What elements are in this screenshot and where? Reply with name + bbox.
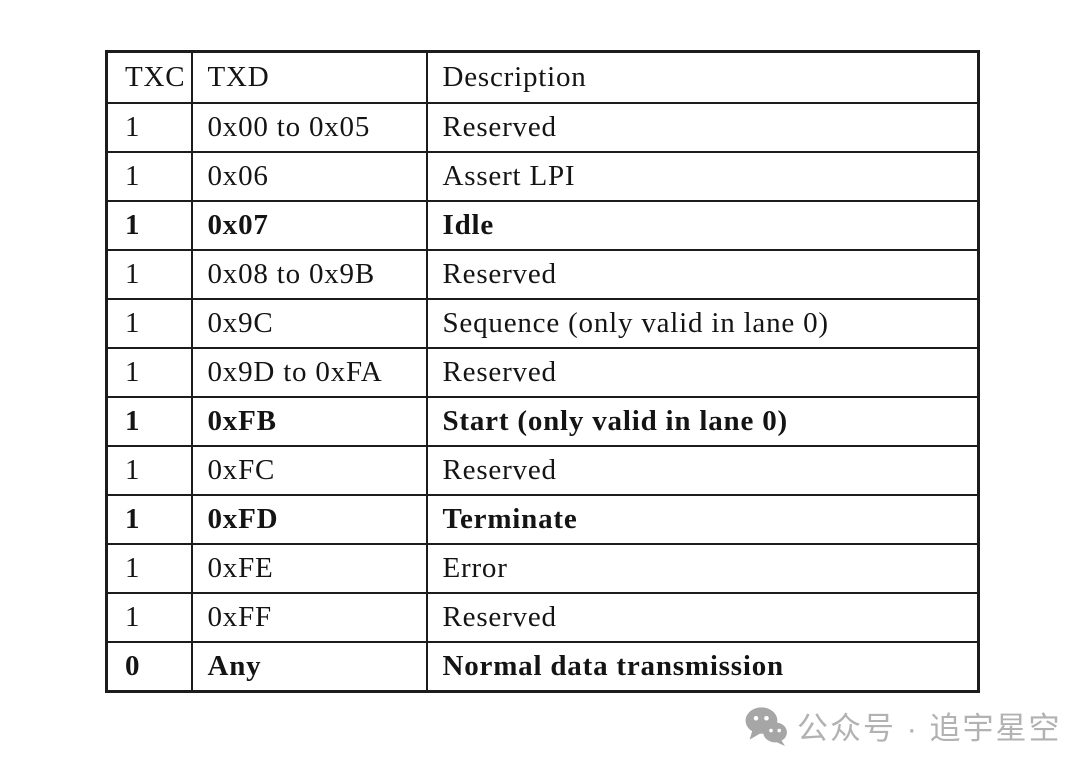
cell-txd: 0x9D to 0xFA — [190, 347, 428, 398]
cell-description: Sequence (only valid in lane 0) — [425, 298, 980, 349]
cell-txc: 1 — [105, 249, 193, 300]
cell-txc: 1 — [105, 592, 193, 643]
cell-txc: 1 — [105, 347, 193, 398]
cell-description: Idle — [425, 200, 980, 251]
cell-txd: 0x00 to 0x05 — [190, 102, 428, 153]
cell-description: Terminate — [425, 494, 980, 545]
col-header-description: Description — [425, 50, 980, 104]
cell-txd: 0x9C — [190, 298, 428, 349]
cell-description: Reserved — [425, 249, 980, 300]
cell-description: Assert LPI — [425, 151, 980, 202]
cell-description: Reserved — [425, 445, 980, 496]
col-header-txd: TXD — [190, 50, 428, 104]
watermark: 公众号 · 追宇星空 — [744, 703, 1062, 748]
cell-txc: 1 — [105, 445, 193, 496]
cell-description: Normal data transmission — [425, 641, 980, 693]
cell-txc: 1 — [105, 494, 193, 545]
cell-txc: 1 — [105, 200, 193, 251]
cell-txc: 1 — [105, 543, 193, 594]
cell-txc: 1 — [105, 151, 193, 202]
cell-description: Reserved — [425, 102, 980, 153]
watermark-text: 公众号 · 追宇星空 — [797, 711, 1062, 746]
cell-description: Start (only valid in lane 0) — [425, 396, 980, 447]
wechat-icon — [744, 706, 788, 746]
cell-txd: 0xFC — [190, 445, 428, 496]
cell-txc: 1 — [105, 102, 193, 153]
table-header-row: TXC TXD Description — [105, 50, 980, 104]
cell-txd: 0x08 to 0x9B — [190, 249, 428, 300]
cell-txd: 0xFB — [190, 396, 428, 447]
cell-txd: 0xFD — [190, 494, 428, 545]
cell-txd: 0x06 — [190, 151, 428, 202]
cell-txd: 0x07 — [190, 200, 428, 251]
cell-description: Reserved — [425, 592, 980, 643]
cell-description: Reserved — [425, 347, 980, 398]
cell-txc: 1 — [105, 396, 193, 447]
cell-txc: 1 — [105, 298, 193, 349]
cell-txd: 0xFE — [190, 543, 428, 594]
col-header-txc: TXC — [105, 50, 193, 104]
cell-txd: Any — [190, 641, 428, 693]
cell-description: Error — [425, 543, 980, 594]
cell-txc: 0 — [105, 641, 193, 693]
cell-txd: 0xFF — [190, 592, 428, 643]
